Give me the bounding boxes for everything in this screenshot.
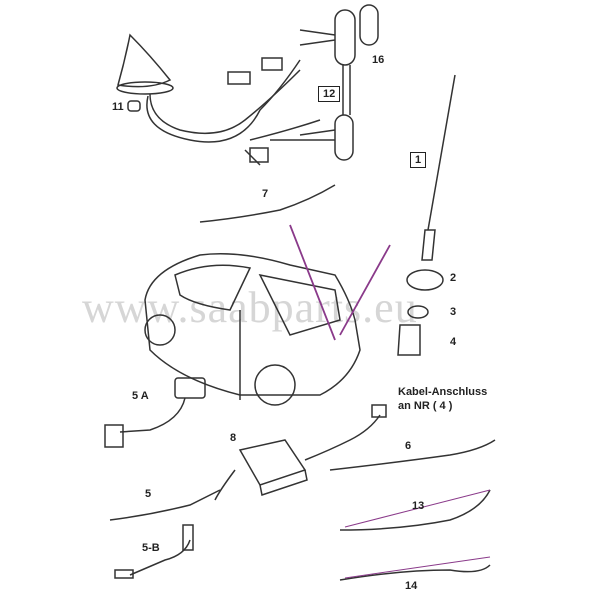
cable-12 xyxy=(270,4,379,161)
cable-5b xyxy=(114,524,194,579)
label-11: 11 xyxy=(112,101,124,113)
cable-13 xyxy=(339,489,491,531)
nut-11 xyxy=(127,100,141,112)
module-8 xyxy=(214,404,387,501)
cable-connection-note: Kabel-Anschluss an NR ( 4 ) xyxy=(398,385,487,413)
shark-fin-antenna xyxy=(116,33,321,166)
label-5a: 5 A xyxy=(132,390,149,402)
label-3: 3 xyxy=(450,306,457,318)
note-line-1: Kabel-Anschluss xyxy=(398,386,488,398)
label-14: 14 xyxy=(405,580,418,592)
label-16: 16 xyxy=(372,54,385,66)
label-4: 4 xyxy=(450,336,457,348)
pointer-line xyxy=(289,224,391,341)
label-2: 2 xyxy=(450,272,457,284)
label-5b: 5-B xyxy=(142,542,160,554)
label-13: 13 xyxy=(412,500,425,512)
label-5: 5 xyxy=(145,488,152,500)
cable-5a xyxy=(104,377,206,448)
watermark: www.saabparts.eu xyxy=(82,283,418,332)
cable-5 xyxy=(109,489,221,521)
label-1: 1 xyxy=(410,152,427,168)
rod-antenna xyxy=(397,74,456,356)
label-7: 7 xyxy=(262,188,269,200)
note-line-2: an NR ( 4 ) xyxy=(398,400,453,412)
label-12: 12 xyxy=(318,86,341,102)
cable-6 xyxy=(329,439,496,471)
label-6: 6 xyxy=(405,440,412,452)
label-8: 8 xyxy=(230,432,237,444)
cable-7 xyxy=(199,184,336,223)
car-outline xyxy=(144,253,361,406)
cable-14 xyxy=(339,564,491,581)
